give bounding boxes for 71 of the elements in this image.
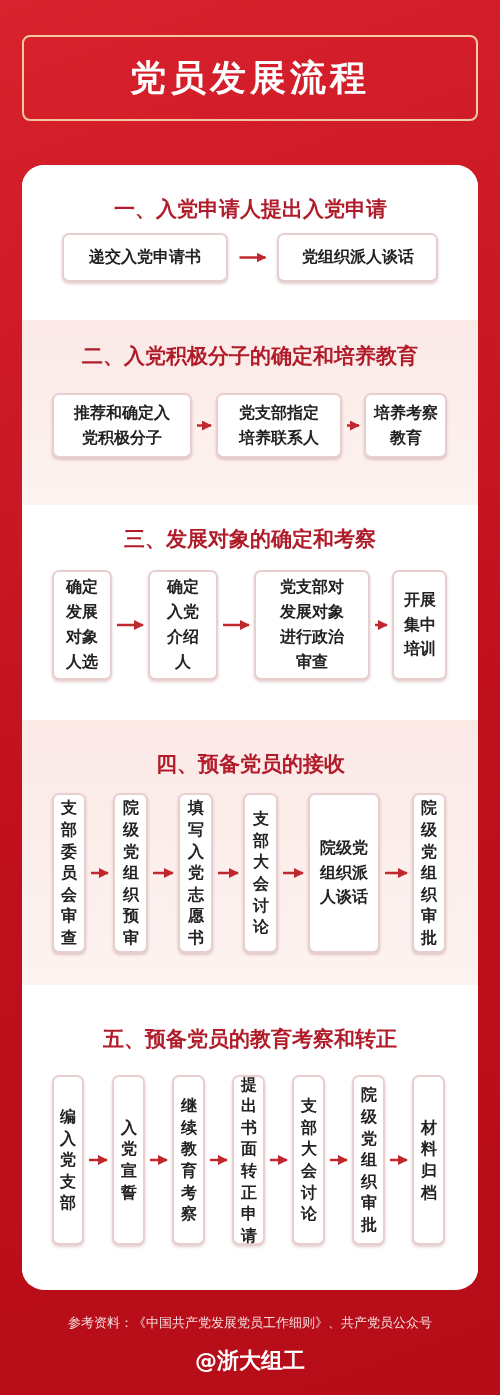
step-box [52,393,192,458]
step-text: 推荐和确定入党积极分子 [72,401,171,449]
section-heading: 二、入党积极分子的确定和培养教育 [81,343,419,370]
step-text: 继续教育考察 [180,1095,197,1225]
step-box [52,570,112,680]
section-band [22,720,478,985]
step-box [412,793,446,953]
step-text: 院级党组织审批 [360,1084,377,1236]
step-text: 确定入党介绍人 [166,576,200,673]
arrow [91,868,109,878]
title: 党员发展流程 [130,55,370,100]
arrow [150,1155,168,1165]
step-text: 编入党支部 [60,1106,76,1214]
step-box [216,393,342,458]
step-box [392,570,447,680]
arrow [218,868,239,878]
step-text: 递交入党申请书 [89,246,201,269]
step-text: 支部大会讨论 [300,1095,317,1225]
step-text: 开展集中培训 [402,588,437,661]
step-box [112,1075,145,1245]
step-text: 培养考察教育 [372,401,439,449]
source-note: 参考资料：《中国共产党发展党员工作细则》、共产党员公众号 [68,1314,432,1332]
step-text: 材料归档 [420,1116,437,1204]
arrow [89,1155,108,1165]
step-text: 院级党组织预审 [122,797,139,949]
step-box [52,793,86,953]
arrow [347,420,360,431]
step-box [412,1075,445,1245]
arrow [117,620,144,630]
section-heading: 三、发展对象的确定和考察 [123,526,377,553]
step-box [364,393,447,458]
step-box [113,793,148,953]
step-box [352,1075,385,1245]
arrow [283,868,304,878]
arrow [197,420,212,431]
step-text: 支部委员会审查 [61,797,77,949]
step-box [172,1075,205,1245]
arrow [375,620,388,630]
step-box [178,793,213,953]
arrow [223,620,250,630]
section-band [22,320,478,505]
step-text: 党支部对发展对象进行政治审查 [279,576,345,673]
arrow [270,1155,288,1165]
step-text: 入党宣誓 [120,1116,137,1204]
step-box [232,1075,265,1245]
arrow [385,868,408,878]
arrow [153,868,174,878]
step-box [52,1075,84,1245]
step-box [62,233,228,282]
section-heading: 五、预备党员的教育考察和转正 [102,1026,398,1053]
step-text: 支部大会讨论 [252,808,269,938]
arrow [330,1155,348,1165]
step-box [254,570,370,680]
step-text: 确定发展对象人选 [64,576,99,673]
step-box [148,570,218,680]
section-heading: 一、入党申请人提出入党申请 [112,196,388,223]
arrow [390,1155,408,1165]
step-box [308,793,380,953]
section-heading: 四、预备党员的接收 [154,751,346,778]
step-text: 提出书面转正申请 [240,1073,257,1247]
credit-text: @浙大组工 [195,1347,305,1375]
step-text: 填写入党志愿书 [187,797,204,949]
step-text: 院级党组织审批 [421,797,437,949]
step-text: 党支部指定培养联系人 [237,401,320,449]
step-box [292,1075,325,1245]
arrow [210,1155,228,1165]
step-box [277,233,438,282]
step-text: 党组织派人谈话 [301,246,414,269]
step-box [243,793,278,953]
arrow [239,252,267,263]
step-text: 院级党组织派人谈话 [319,836,369,909]
